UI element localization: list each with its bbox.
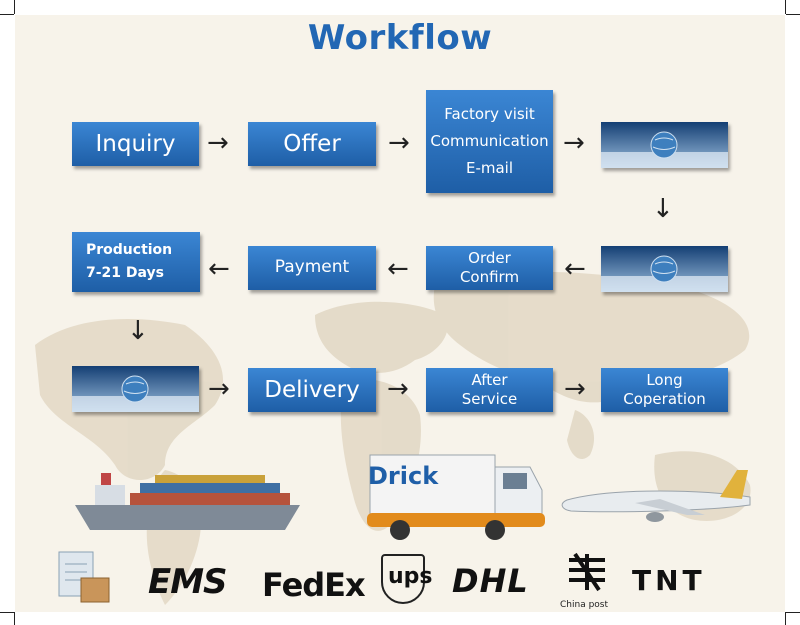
step-payment: Payment [248,246,376,290]
arrow-left-icon: ← [208,254,230,284]
step-order-confirm: Order Confirm [426,246,553,290]
china-post-icon [569,552,605,592]
delivery-truck-icon [367,454,545,540]
crop-mark [786,612,800,613]
arrow-right-icon: → [208,374,230,404]
fedex-logo: FedEx [262,566,366,604]
crop-mark [14,0,15,14]
globe-icon [601,122,728,168]
crop-mark [0,612,14,613]
step-factory-visit: Factory visit Communication E-mail [426,90,553,193]
ups-logo: ups [388,564,433,589]
ems-logo: EMS [148,562,228,602]
step-inquiry: Inquiry [72,122,199,166]
arrow-right-icon: → [387,374,409,404]
page-title: Workflow [307,18,493,58]
crop-mark [786,14,800,15]
step-production: Production 7-21 Days [72,232,200,292]
arrow-right-icon: → [388,128,410,158]
globe-image-1 [601,122,728,168]
world-map-icon [35,271,751,605]
step-delivery: Delivery [248,368,376,412]
arrow-left-icon: ← [564,254,586,284]
dhl-logo: DHL [452,562,529,600]
ups-shield-icon [381,554,425,604]
china-post-label: China post [560,600,609,610]
step-after-service: After Service [426,368,553,412]
crop-mark [785,0,786,14]
arrow-down-icon: ↓ [652,194,674,224]
globe-image-2 [601,246,728,292]
globe-icon [601,246,728,292]
airplane-icon [561,470,751,522]
step-offer: Offer [248,122,376,166]
truck-brand: Drick [368,462,439,490]
arrow-right-icon: → [564,374,586,404]
crop-mark [785,612,786,625]
arrow-down-icon: ↓ [127,316,149,346]
crop-mark [0,14,14,15]
clipboard-box-icon [58,551,110,603]
globe-image-3 [72,366,199,412]
crop-mark [14,612,15,625]
arrow-right-icon: → [563,128,585,158]
arrow-left-icon: ← [387,254,409,284]
cargo-ship-icon [75,473,300,530]
globe-icon [72,366,199,412]
poster-background [15,15,785,612]
arrow-right-icon: → [207,128,229,158]
step-long-cooperation: Long Coperation [601,368,728,412]
tnt-logo: TNT [632,564,706,597]
